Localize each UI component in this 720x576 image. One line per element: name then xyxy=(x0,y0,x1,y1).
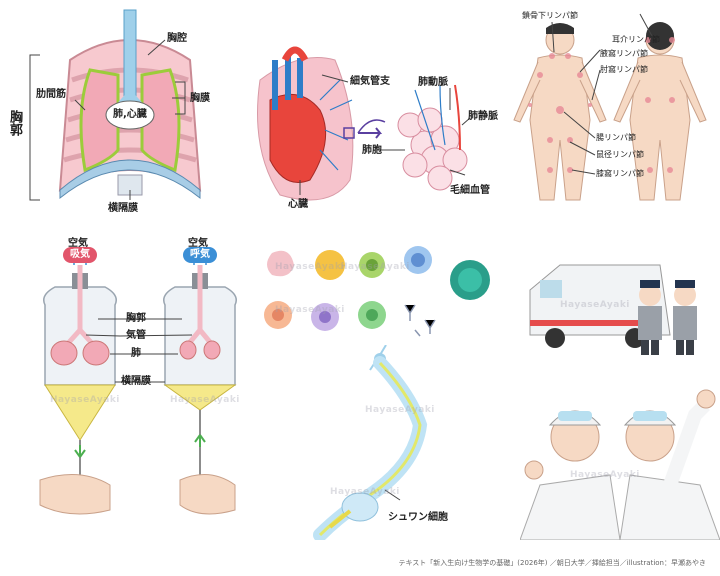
schwann-cell-label: シュワン細胞 xyxy=(388,512,448,523)
cells-illustration xyxy=(264,246,490,337)
exhale-air-text: 空気 xyxy=(188,238,208,249)
heart-lung-panel: 細気管支 肺動脈 肺静脈 肺胞 毛細血管 心臓 xyxy=(240,0,500,230)
pulmonary-artery-label: 肺動脈 xyxy=(418,77,448,88)
cells-panel xyxy=(250,235,510,345)
credit-line: テキスト「新入生向け生物学の基礎」(2026年) ／朝日大学／挿絵担当／illu… xyxy=(398,559,706,567)
auricular-node-label: 耳介リンパ節 xyxy=(612,35,660,44)
axillary-node-label: 腋窩リンパ節 xyxy=(600,49,648,58)
supraclavicular-node-label: 鎖骨下リンパ節 xyxy=(522,11,578,20)
breathing-illustration xyxy=(39,255,237,515)
thorax-jar-label: 胸郭 xyxy=(126,313,146,324)
exhale-badge: 呼気 xyxy=(183,247,217,263)
bronchiole-label: 細気管支 xyxy=(350,76,390,87)
trachea-jar-label: 気管 xyxy=(126,330,146,341)
popliteal-node-label: 膝窩リンパ節 xyxy=(596,169,644,178)
pulmonary-vein-label: 肺静脈 xyxy=(468,111,498,122)
thoracic-cavity-label: 胸腔 xyxy=(167,33,187,44)
neuron-illustration xyxy=(313,345,428,540)
breathing-panel: 吸気 呼気 空気 空気 空気 胸郭 気管 肺 横隔膜 xyxy=(0,235,250,565)
diaphragm-label: 横隔膜 xyxy=(108,203,138,214)
intercostal-muscle-label: 肋間筋 xyxy=(36,89,66,100)
thorax-illustration xyxy=(29,9,202,201)
inhale-badge: 吸気 xyxy=(63,247,97,263)
heart-lung-illustration xyxy=(257,46,471,201)
lung-jar-label: 肺 xyxy=(131,348,141,359)
lymph-illustration xyxy=(513,13,707,201)
ambulance-panel xyxy=(520,240,720,360)
inguinal-node-label: 鼠径リンパ節 xyxy=(596,150,644,159)
lymph-panel: 鎖骨下リンパ節 耳介リンパ節 腋窩リンパ節 肘窩リンパ節 腸リンパ節 鼠径リンパ… xyxy=(500,0,720,230)
ambulance-illustration xyxy=(529,264,697,355)
intestinal-node-label: 腸リンパ節 xyxy=(596,133,636,142)
diaphragm-jar-label: 横隔膜 xyxy=(121,376,151,387)
capillary-label: 毛細血管 xyxy=(450,185,490,196)
cubital-node-label: 肘窩リンパ節 xyxy=(600,65,648,74)
lungs-heart-label: 肺,心臓 xyxy=(113,109,147,120)
heart-label: 心臓 xyxy=(288,199,308,210)
alveolus-label: 肺胞 xyxy=(362,145,382,156)
neuron-panel: シュワン細胞 xyxy=(300,345,500,540)
pleura-label: 胸膜 xyxy=(190,93,210,104)
rescue-panel xyxy=(520,375,720,540)
inhale-air-text: 空気 xyxy=(68,238,88,249)
thorax-label: 胸郭 xyxy=(7,110,22,136)
thorax-panel: 胸腔 肋間筋 胸膜 肺,心臓 横隔膜 胸郭 xyxy=(0,0,240,230)
rescue-illustration xyxy=(520,389,720,540)
